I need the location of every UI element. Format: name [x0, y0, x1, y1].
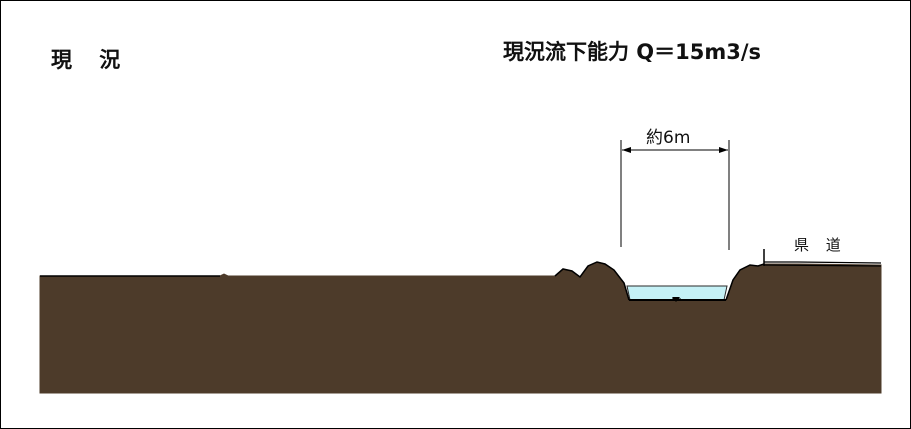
- current-status-title: 現 況: [51, 48, 131, 72]
- channel-width-label: 約6m: [646, 128, 691, 148]
- ground-section: [39, 261, 882, 394]
- ground-top-line: [40, 261, 765, 301]
- dimension-arrow-right: [719, 147, 728, 153]
- dimension-arrow-left: [622, 147, 631, 153]
- road-surface: [763, 261, 882, 267]
- prefectural-road-label: 県 道: [794, 236, 847, 254]
- flow-capacity-title: 現況流下能力 Q＝15m3/s: [503, 40, 762, 64]
